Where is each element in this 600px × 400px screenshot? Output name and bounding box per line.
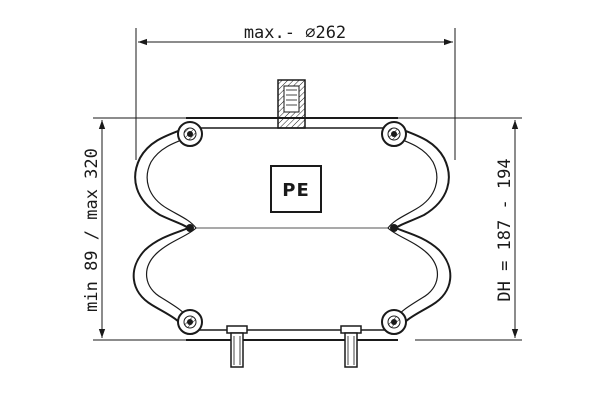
bellows <box>132 127 452 331</box>
top-bead-rings <box>177 121 407 147</box>
girdle-rings <box>186 224 398 232</box>
bottom-plate <box>186 329 398 341</box>
top-plate <box>186 117 398 129</box>
design-height-dimension: DH = 187 - 194 <box>305 117 522 341</box>
diameter-label: max.- ⌀262 <box>244 23 346 43</box>
pe-logo-text: PE <box>282 180 310 201</box>
bottom-bead-rings <box>177 309 407 335</box>
diameter-dimension: max.- ⌀262 <box>135 23 456 160</box>
pe-logo: PE <box>270 165 322 213</box>
bottom-studs <box>226 325 362 368</box>
height-range-dimension: min 89 / max 320 <box>82 117 280 341</box>
design-height-label: DH = 187 - 194 <box>495 158 515 301</box>
top-stud <box>277 79 306 129</box>
height-range-label: min 89 / max 320 <box>82 148 102 312</box>
